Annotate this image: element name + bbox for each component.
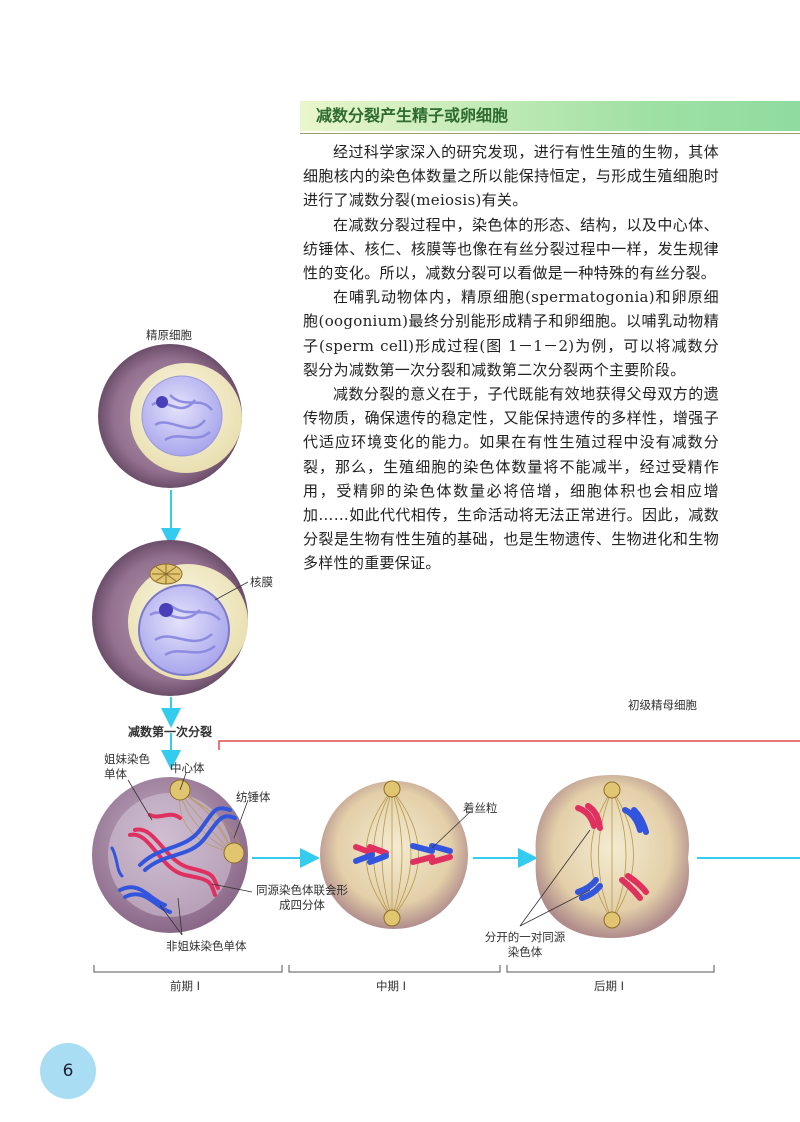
label-non-sister-chromatid: 非姐妹染色单体 <box>166 939 247 953</box>
label-centromere: 着丝粒 <box>463 801 498 815</box>
cell-nuclear-stage <box>92 540 248 696</box>
paragraph-2: 在减数分裂过程中，染色体的形态、结构，以及中心体、纺锤体、核仁、核膜等也像在有丝… <box>303 215 719 283</box>
cell-prophase-one <box>92 777 248 933</box>
stage-label-metaphase: 中期 I <box>376 979 407 993</box>
label-nuclear-membrane: 核膜 <box>250 575 273 589</box>
label-centrosome: 中心体 <box>170 761 205 775</box>
paragraph-1: 经过科学家深入的研究发现，进行有性生殖的生物，其体细胞核内的染色体数量之所以能保… <box>303 143 719 210</box>
cell-spermatogonium <box>98 344 242 488</box>
label-spermatogonium: 精原细胞 <box>146 328 192 342</box>
leader-nuclear-membrane <box>214 581 249 601</box>
paragraph-3: 在哺乳动物体内，精原细胞(spermatogonia)和卵原细胞(oogoniu… <box>303 288 719 379</box>
stage-brackets <box>93 965 715 973</box>
section-title-rule <box>300 133 800 134</box>
label-spindle: 纺锤体 <box>236 790 271 804</box>
centrosome-icon <box>149 563 183 585</box>
section-title: 减数分裂产生精子或卵细胞 <box>300 101 800 131</box>
page-number: 6 <box>40 1043 96 1099</box>
body-text: 经过科学家深入的研究发现，进行有性生殖的生物，其体细胞核内的染色体数量之所以能保… <box>303 140 719 576</box>
paragraph-4: 减数分裂的意义在于，子代既能有效地获得父母双方的遗传物质，确保遗传的稳定性，又能… <box>303 385 719 573</box>
cell-metaphase-one <box>320 780 468 929</box>
primary-spermatocyte-bracket <box>218 740 800 750</box>
label-homolog-synapsis: 同源染色体联会形成四分体 <box>256 883 348 912</box>
label-primary-spermatocyte: 初级精母细胞 <box>628 698 697 712</box>
label-sister-chromatid: 姐妹染色单体 <box>104 752 150 781</box>
label-meiosis-one: 减数第一次分裂 <box>128 725 213 739</box>
anaphase-leaders <box>519 829 591 927</box>
stage-label-anaphase: 后期 I <box>594 979 625 993</box>
prophase-leaders <box>127 772 253 936</box>
label-separated-homologs: 分开的一对同源染色体 <box>484 930 566 959</box>
leader-centromere <box>431 811 471 849</box>
stage-label-prophase: 前期 I <box>170 979 201 993</box>
cell-anaphase-one <box>535 775 690 938</box>
